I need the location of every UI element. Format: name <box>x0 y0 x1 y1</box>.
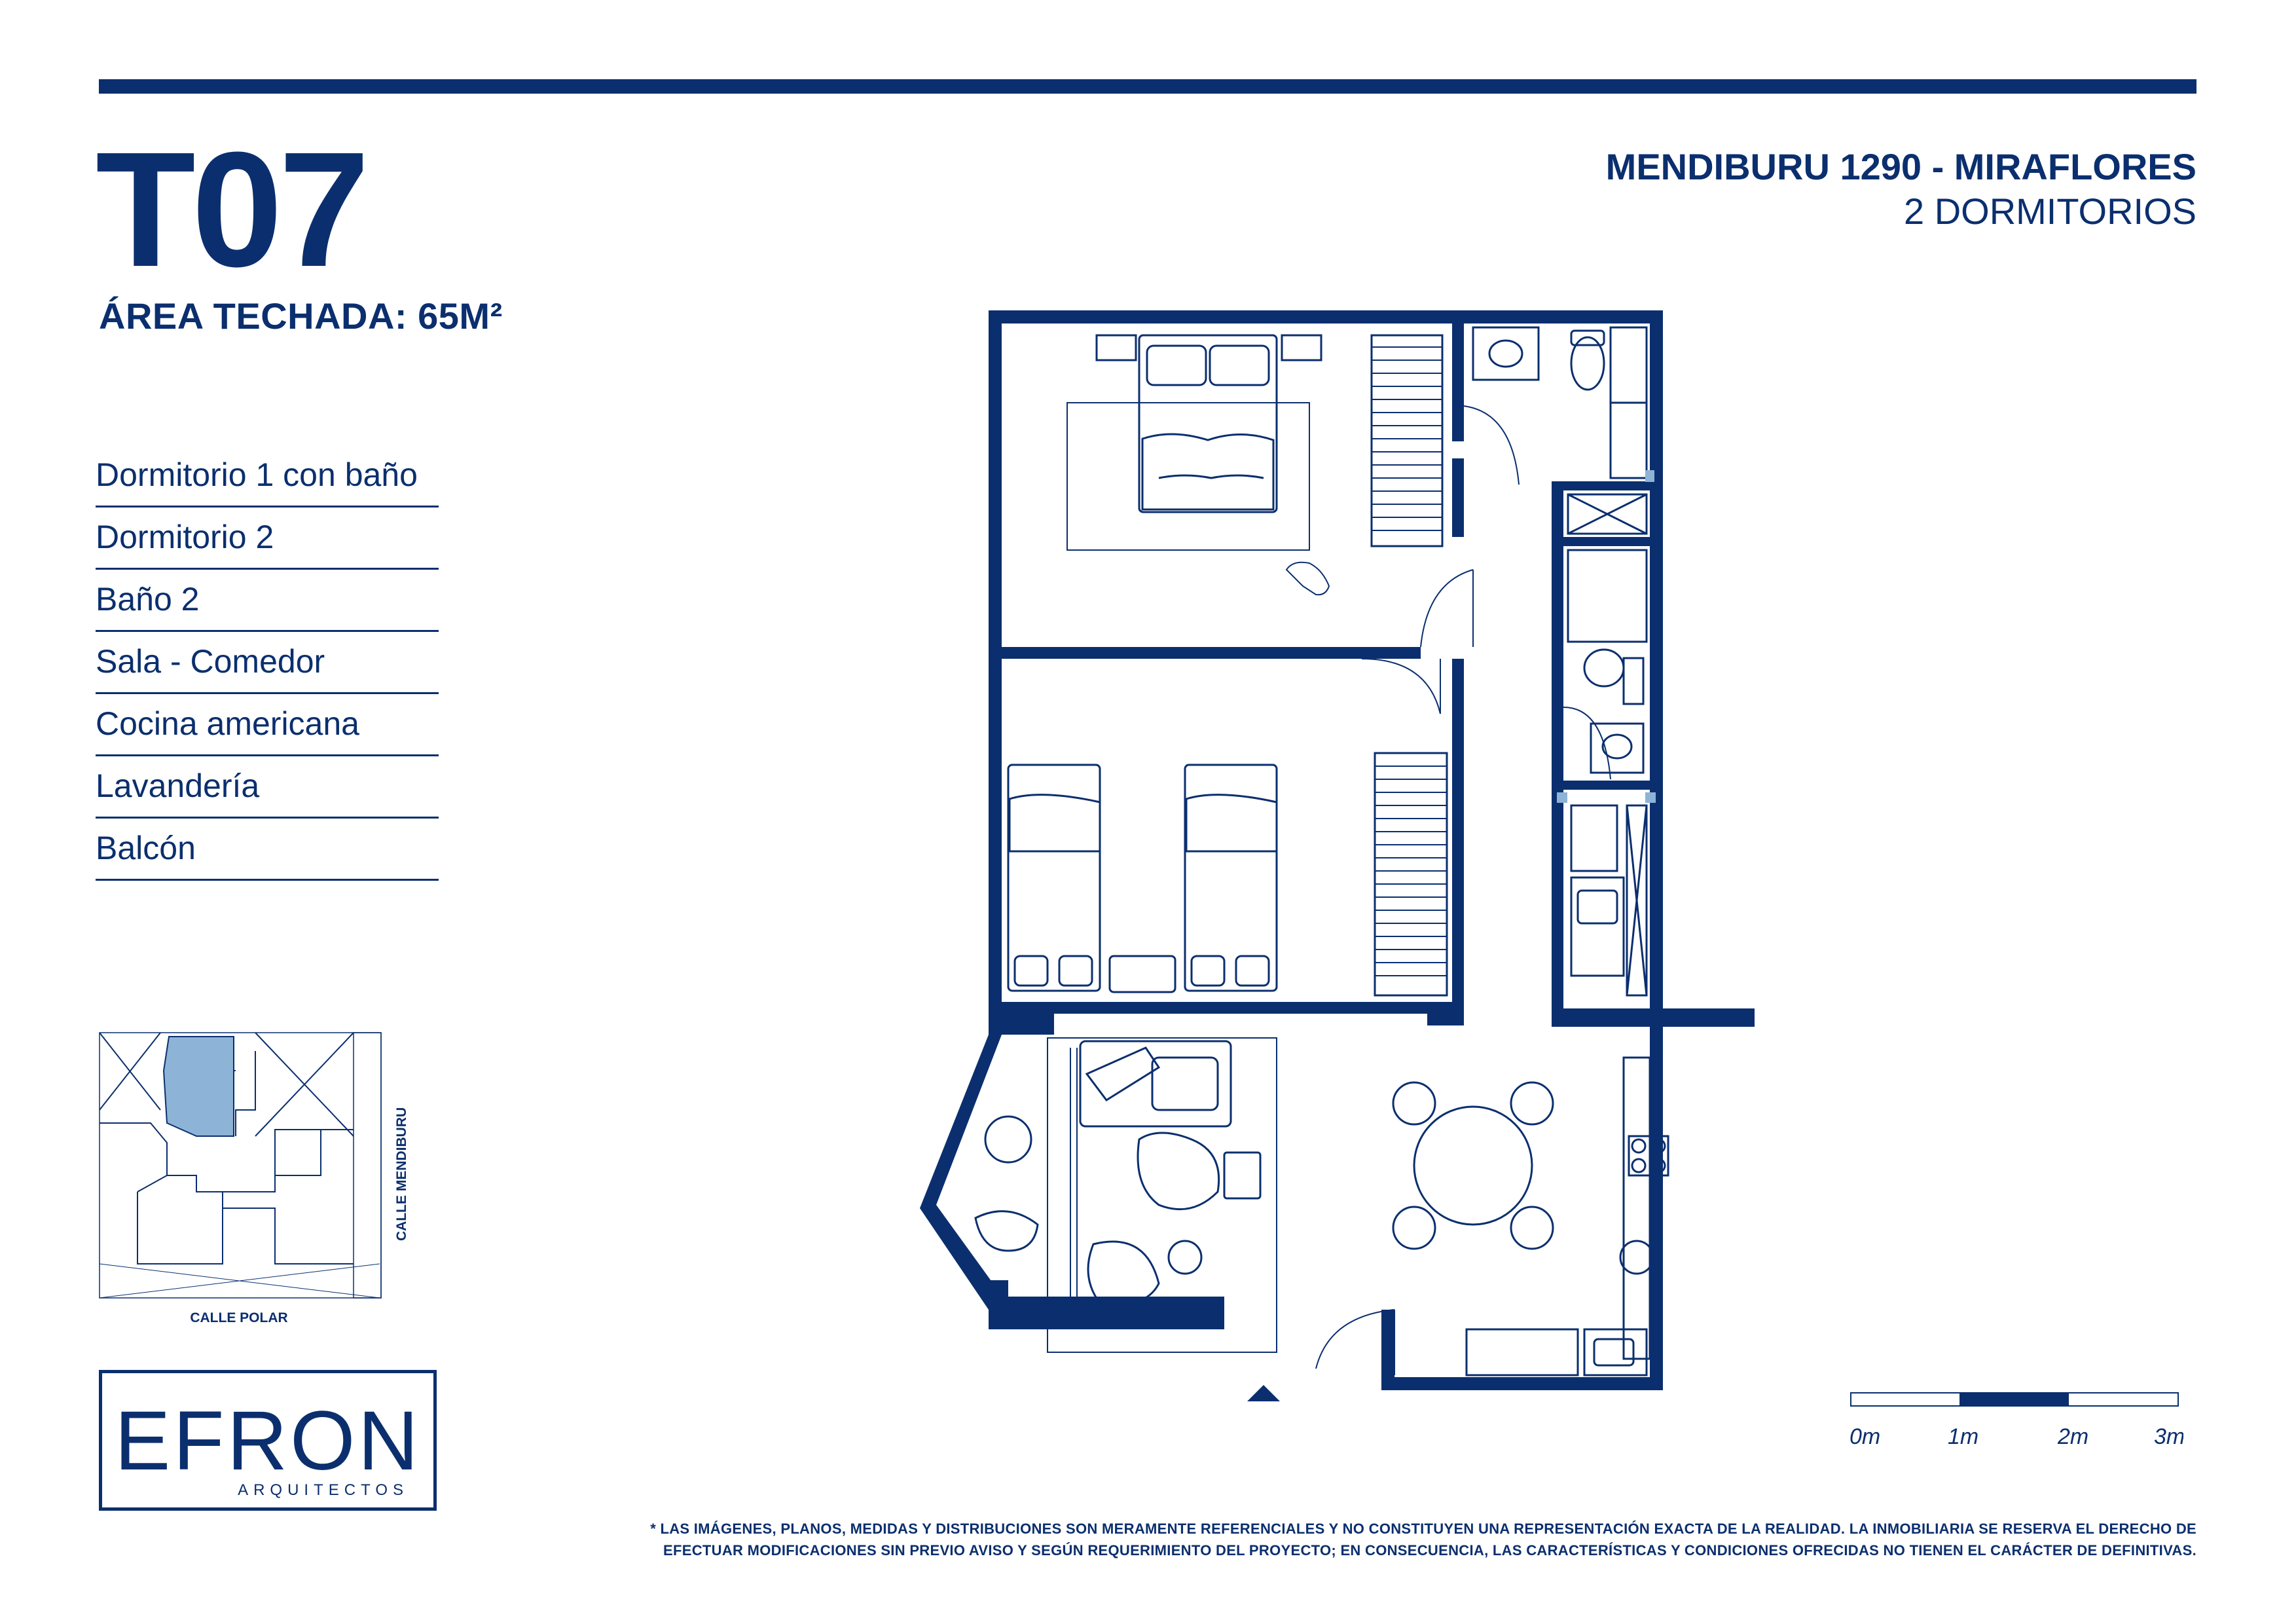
feature-item: Dormitorio 1 con baño <box>96 445 439 507</box>
feature-item: Lavandería <box>96 756 439 819</box>
street-label-mendiburu: CALLE MENDIBURU <box>394 1107 409 1241</box>
street-label-polar: CALLE POLAR <box>190 1310 287 1325</box>
logo-subtitle: ARQUITECTOS <box>238 1481 409 1499</box>
bedrooms-label: 2 DORMITORIOS <box>1903 191 2196 232</box>
project-title: MENDIBURU 1290 - MIRAFLORES <box>1605 146 2196 187</box>
disclaimer-line-2: EFECTUAR MODIFICACIONES SIN PREVIO AVISO… <box>663 1542 2196 1559</box>
feature-item: Dormitorio 2 <box>96 507 439 570</box>
efron-logo: EFRON ARQUITECTOS <box>99 1370 437 1511</box>
feature-item: Baño 2 <box>96 570 439 632</box>
top-rule <box>99 79 2196 94</box>
floor-plan <box>920 310 1755 1401</box>
unit-code: T07 <box>96 118 370 301</box>
features-list: Dormitorio 1 con baño Dormitorio 2 Baño … <box>96 445 439 881</box>
area-label: ÁREA TECHADA: 65M² <box>99 295 503 337</box>
scale-bar: 0m 1m 2m 3m <box>1850 1392 2183 1449</box>
scale-label-0: 0m <box>1850 1424 1880 1449</box>
feature-item: Cocina americana <box>96 694 439 756</box>
disclaimer-line-1: * LAS IMÁGENES, PLANOS, MEDIDAS Y DISTRI… <box>650 1521 2196 1537</box>
scale-label-1: 1m <box>1948 1424 1978 1449</box>
disclaimer: * LAS IMÁGENES, PLANOS, MEDIDAS Y DISTRI… <box>560 1518 2196 1561</box>
scale-label-3: 3m <box>2154 1424 2183 1449</box>
scale-label-2: 2m <box>2057 1424 2088 1449</box>
logo-wordmark: EFRON <box>115 1394 421 1488</box>
feature-item: Balcón <box>96 819 439 881</box>
unit-highlight <box>162 1036 234 1137</box>
key-plan: CALLE MENDIBURU CALLE POLAR <box>99 1032 409 1325</box>
feature-item: Sala - Comedor <box>96 632 439 694</box>
